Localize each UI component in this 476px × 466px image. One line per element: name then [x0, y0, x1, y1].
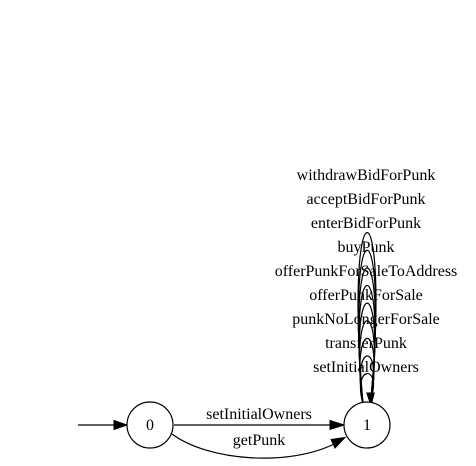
loop-label-buyPunk: buyPunk: [338, 239, 395, 256]
loop-label-enterBidForPunk: enterBidForPunk: [311, 215, 421, 232]
self-loop-edges: [357, 232, 377, 407]
state-1-label: 1: [363, 417, 371, 434]
loop-label-transferPunk: transferPunk: [325, 335, 407, 352]
self-loop-arc: [359, 373, 375, 405]
loop-label-punkNoLongerForSale: punkNoLongerForSale: [292, 311, 440, 328]
loop-label-withdrawBidForPunk: withdrawBidForPunk: [297, 167, 436, 184]
edge-labels: setInitialOwners getPunk withdrawBidForP…: [206, 167, 457, 449]
loop-label-offerPunkForSaleToAddress: offerPunkForSaleToAddress: [275, 263, 458, 280]
loop-label-offerPunkForSale: offerPunkForSale: [309, 287, 422, 304]
edge-0-1-curved: [171, 433, 335, 459]
state-0-label: 0: [146, 417, 154, 434]
state-1-node: [343, 401, 391, 449]
initial-arrow-head: [113, 419, 129, 431]
edge-label-getPunk: getPunk: [233, 432, 285, 449]
edge-label-setInitialOwners: setInitialOwners: [206, 406, 312, 423]
edge-0-1-curved-head: [330, 436, 347, 449]
edge-0-1-straight-head: [329, 419, 346, 431]
self-loop-arrowhead: [366, 392, 375, 407]
loop-label-acceptBidForPunk: acceptBidForPunk: [306, 191, 425, 208]
state-0-node: [126, 401, 174, 449]
loop-label-setInitialOwners: setInitialOwners: [313, 359, 419, 376]
states: 0 1: [126, 401, 391, 449]
transition-edges: [78, 419, 347, 459]
